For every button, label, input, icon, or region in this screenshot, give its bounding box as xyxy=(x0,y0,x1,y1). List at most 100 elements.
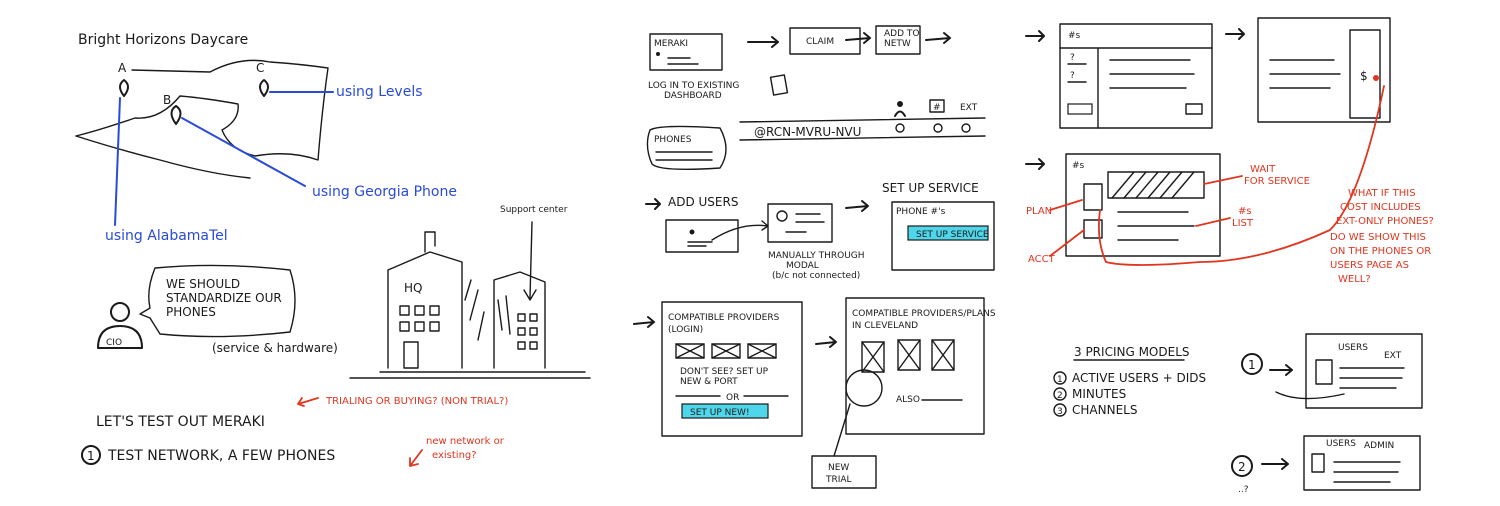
list-label-1: #s xyxy=(1238,206,1252,217)
svg-text:CIO: CIO xyxy=(106,338,122,348)
support-center-label: Support center xyxy=(500,205,568,215)
toggle-3 xyxy=(961,123,971,133)
trial-pointer xyxy=(833,403,851,457)
also-label: ALSO xyxy=(896,395,920,405)
numbers-page-box xyxy=(1059,23,1213,129)
new-network-arrow xyxy=(409,449,423,467)
users-label-1: USERS xyxy=(1338,343,1368,353)
pm3-label: CHANNELS xyxy=(1072,403,1137,417)
lets-test-label: LET'S TEST OUT MERAKI xyxy=(96,414,265,430)
trial-arrow xyxy=(297,397,319,407)
plan-card-2[interactable] xyxy=(897,339,921,371)
list-pointer xyxy=(1195,217,1231,227)
whatif-line-1: WHAT IF THIS xyxy=(1348,188,1416,199)
modal-avatar xyxy=(776,210,788,222)
plan-pointer xyxy=(1049,199,1083,211)
speech-line-3: PHONES xyxy=(166,305,216,319)
numbers-hatch-btn[interactable] xyxy=(1067,103,1093,115)
setup-service-box xyxy=(891,201,995,271)
compat-providers-box xyxy=(661,301,803,437)
phone-hash-label: PHONE #'s xyxy=(896,207,946,217)
compat-plans-label-2: IN CLEVELAND xyxy=(852,321,918,331)
q1-label: ? xyxy=(1070,53,1075,63)
manually-label-2: MODAL xyxy=(786,261,819,271)
mini-user-icon xyxy=(656,52,660,56)
toggle-1 xyxy=(895,123,905,133)
or-label: OR xyxy=(726,393,739,403)
wait-label-1: WAIT xyxy=(1250,164,1276,175)
flow-arrow-3 xyxy=(925,32,951,44)
modal-box xyxy=(767,203,833,243)
new-network-note-2: existing? xyxy=(432,450,477,461)
speech-bubble xyxy=(139,264,296,338)
compat-plans-label-1: COMPATIBLE PROVIDERS/PLANS xyxy=(852,309,996,319)
map-road xyxy=(75,135,251,179)
option-2-arrow xyxy=(1261,458,1289,470)
alabama-arrow xyxy=(114,97,121,226)
svg-text:A: A xyxy=(118,61,127,75)
users-label-2: USERS xyxy=(1326,439,1356,449)
claim-label: CLAIM xyxy=(806,37,834,47)
option-1-connector xyxy=(1275,391,1345,400)
test-network-label: TEST NETWORK, A FEW PHONES xyxy=(107,448,335,464)
pm2-label: MINUTES xyxy=(1072,387,1126,401)
users-page-1 xyxy=(1305,333,1423,409)
provider-card-1[interactable] xyxy=(675,343,705,359)
plan-label: PLAN xyxy=(1026,206,1052,217)
support-center-building xyxy=(493,271,546,369)
georgia-arrow xyxy=(181,117,306,187)
pin-a: A xyxy=(118,61,129,97)
daycare-title: Bright Horizons Daycare xyxy=(78,32,248,48)
highlight-circle xyxy=(845,369,883,407)
users-lines-1 xyxy=(1339,367,1405,389)
acct-label: ACCT xyxy=(1028,254,1056,265)
phone-id: @RCN-MVRU-NVU xyxy=(754,125,861,139)
manually-label-1: MANUALLY THROUGH xyxy=(768,251,865,261)
login-label-1: LOG IN TO EXISTING xyxy=(648,81,739,91)
cio-figure: CIO xyxy=(97,302,143,349)
setup-service-label: SET UP SERVICE xyxy=(882,181,979,195)
ext-label-1: EXT xyxy=(1384,351,1402,361)
speech-line-1: WE SHOULD xyxy=(166,277,240,291)
add-to-label-1: ADD TO xyxy=(884,29,919,39)
cost-side-panel xyxy=(1349,29,1381,119)
mini-lines xyxy=(667,57,699,65)
svg-text:B: B xyxy=(163,93,171,107)
phones-bubble xyxy=(646,125,727,171)
option-1-arrow xyxy=(1269,364,1293,376)
users-side-1 xyxy=(1315,359,1333,385)
pm1-label: ACTIVE USERS + DIDS xyxy=(1072,371,1206,385)
numbers-small-btn[interactable] xyxy=(1185,103,1203,115)
plan-card xyxy=(1083,183,1103,211)
pm2-number: 2 xyxy=(1057,391,1063,401)
plan-card-3[interactable] xyxy=(931,339,955,371)
whatif-line-4: DO WE SHOW THIS xyxy=(1330,232,1426,243)
user-icon-body xyxy=(894,110,906,117)
toggle-2 xyxy=(933,123,943,133)
whatif-connector xyxy=(1097,85,1385,266)
phones-rows xyxy=(655,151,713,161)
phones-bar xyxy=(739,117,986,141)
setup-new-button[interactable] xyxy=(681,403,769,419)
add-users-icon xyxy=(689,229,695,235)
compat-label-1: COMPATIBLE PROVIDERS xyxy=(668,313,780,323)
manually-label-3: (b/c not connected) xyxy=(772,271,860,281)
svg-text:HQ: HQ xyxy=(404,281,422,295)
using-georgia-label: using Georgia Phone xyxy=(312,184,457,200)
arrow-r3 xyxy=(1025,158,1045,170)
provider-card-1-x xyxy=(675,343,705,359)
service-hw-note: (service & hardware) xyxy=(212,341,338,355)
claim-box xyxy=(789,27,861,55)
arrow-plans xyxy=(815,336,837,348)
wait-banner-hatch xyxy=(1111,171,1195,199)
setup-service-button[interactable] xyxy=(907,225,989,241)
hash-box xyxy=(929,99,945,113)
login-label-2: DASHBOARD xyxy=(664,91,722,101)
using-levels-label: using Levels xyxy=(336,84,423,100)
provider-card-3[interactable] xyxy=(747,343,777,359)
flow-arrow-1 xyxy=(747,36,779,48)
users-page-2 xyxy=(1303,435,1421,491)
provider-card-2[interactable] xyxy=(711,343,741,359)
numbers-page-title: #s xyxy=(1068,31,1081,41)
wait-label-2: FOR SERVICE xyxy=(1244,176,1310,187)
